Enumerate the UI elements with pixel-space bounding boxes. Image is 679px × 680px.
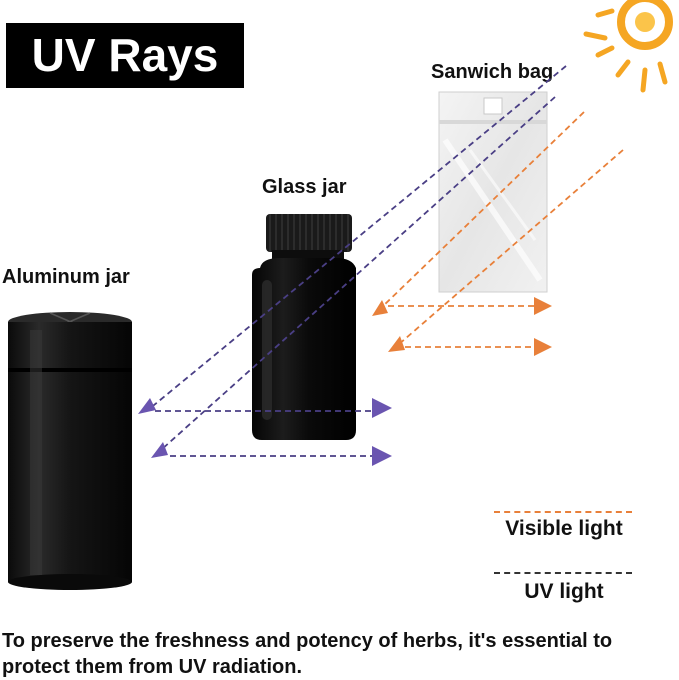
aluminum-jar-label: Aluminum jar	[2, 266, 130, 288]
aluminum-jar-image	[8, 312, 132, 590]
sun-icon	[583, 0, 673, 93]
uv-light-legend-label: UV light	[524, 580, 604, 603]
glass-jar-image	[252, 214, 356, 440]
title-text: UV Rays	[31, 29, 219, 81]
visible-light-legend-label: Visible light	[505, 517, 623, 540]
uv-light-legend-swatch	[494, 572, 632, 574]
title-badge: UV Rays	[6, 23, 244, 88]
glass-jar-label: Glass jar	[262, 176, 347, 198]
visible-light-legend-swatch	[494, 511, 632, 513]
visible-light-rays	[372, 111, 624, 356]
uv-light-rays	[138, 65, 567, 466]
footer-text: To preserve the freshness and potency of…	[2, 630, 613, 678]
sandwich-bag-label: Sanwich bag	[431, 61, 554, 83]
